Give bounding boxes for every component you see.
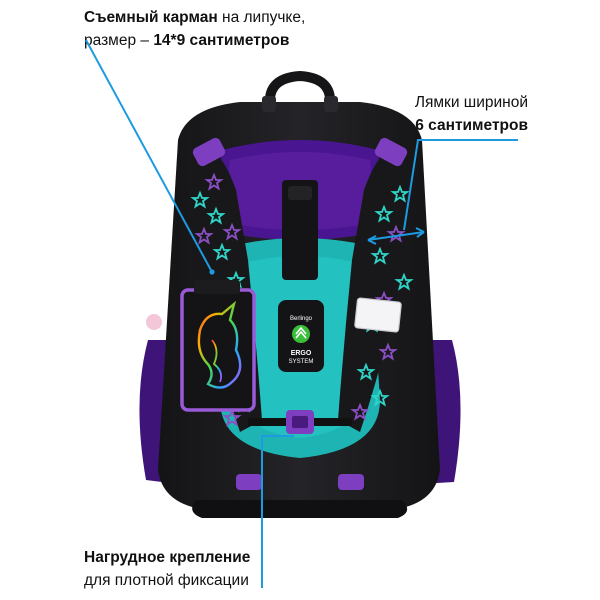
strap-width-arrowhead-right <box>415 227 425 238</box>
strap-width-arrow <box>367 231 425 241</box>
callout-lines <box>85 39 518 588</box>
callout-chest-title: Нагрудное крепление <box>84 549 251 566</box>
strap-width-arrowhead-left <box>367 235 377 245</box>
chest-callout-line <box>261 435 294 588</box>
pocket-callout-dot <box>209 269 215 275</box>
unicorn-mane <box>211 339 223 383</box>
reflective-strip <box>354 297 402 333</box>
keychain-charm <box>146 314 162 330</box>
detachable-pocket <box>180 288 256 412</box>
center-strap-loop <box>288 186 312 200</box>
brand-label: Berlingo <box>290 316 313 322</box>
ergo-chevron-arrow <box>295 326 307 339</box>
callout-pocket-size: 14*9 сантиметров <box>153 32 290 49</box>
top-handle <box>264 70 336 105</box>
top-handle-clip-right <box>324 96 338 112</box>
callout-straps-title: Лямки шириной <box>414 94 528 111</box>
callout-pocket-rest: на липучке, <box>217 9 306 26</box>
right-strap-lower-buckle <box>338 474 364 490</box>
straps-callout-line <box>403 139 518 231</box>
callout-straps-width: 6 сантиметров <box>415 117 528 134</box>
callout-chest-desc: для плотной фиксации <box>84 572 249 589</box>
callout-pocket: Съемный карман на липучке, размер – 14*9… <box>84 6 305 52</box>
callout-straps: Лямки шириной 6 сантиметров <box>415 91 528 137</box>
right-shoulder-strap <box>338 140 414 432</box>
callout-chest: Нагрудное крепление для плотной фиксации <box>84 546 250 592</box>
top-handle-clip-left <box>262 96 276 112</box>
center-strap <box>282 180 318 280</box>
pocket-callout-line <box>85 39 213 273</box>
detachable-pocket-tab <box>194 280 240 294</box>
left-strap-lower-buckle <box>236 474 262 490</box>
system-label-1: ERGO <box>291 350 312 357</box>
system-label-2: SYSTEM <box>289 359 314 365</box>
callout-pocket-size-prefix: размер – <box>84 32 154 49</box>
backpack-base <box>192 500 408 518</box>
left-strap-buckle <box>192 137 226 167</box>
right-strap-buckle <box>374 137 408 167</box>
ergo-chevron-icon <box>292 325 310 343</box>
chest-buckle-slot <box>292 416 308 428</box>
callout-pocket-title: Съемный карман <box>84 9 218 26</box>
unicorn-icon <box>197 300 242 389</box>
